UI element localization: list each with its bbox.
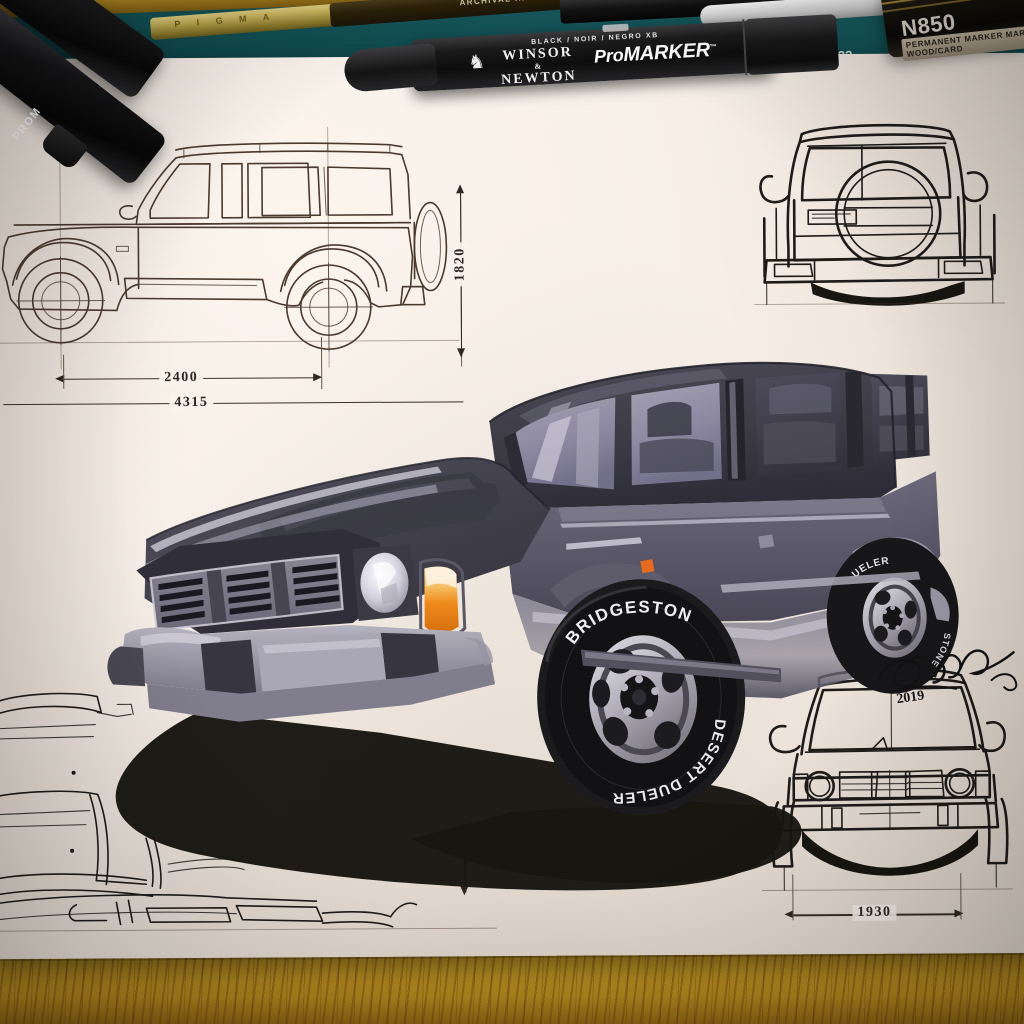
dimension-value-1820: 1820 — [452, 242, 469, 287]
marker-rendering-suv: BRIDGESTONE DESERT DUELER — [72, 316, 959, 914]
winsor-newton-wordmark: WINSOR & NEWTON — [500, 45, 578, 88]
promarker-barrel — [410, 19, 774, 92]
promarker-nib — [342, 42, 439, 94]
promarker-marker-text: MARKER — [622, 39, 711, 66]
trademark-icon: ™ — [709, 43, 717, 52]
blueprint-side-elevation — [0, 126, 460, 370]
design-sheet-paper: 1820 2400 4315 — [0, 52, 1024, 960]
blueprint-front-elevation — [761, 653, 1013, 905]
blueprint-plan-partial — [0, 666, 498, 959]
promarker-cap — [744, 14, 840, 76]
newton-text: NEWTON — [500, 68, 578, 88]
winsor-newton-logo-icon: ♞ — [467, 51, 486, 74]
promarker-pro-text: Pro — [593, 44, 624, 67]
blueprint-rear-elevation — [754, 107, 1006, 339]
promarker-color-swatch — [602, 23, 629, 33]
